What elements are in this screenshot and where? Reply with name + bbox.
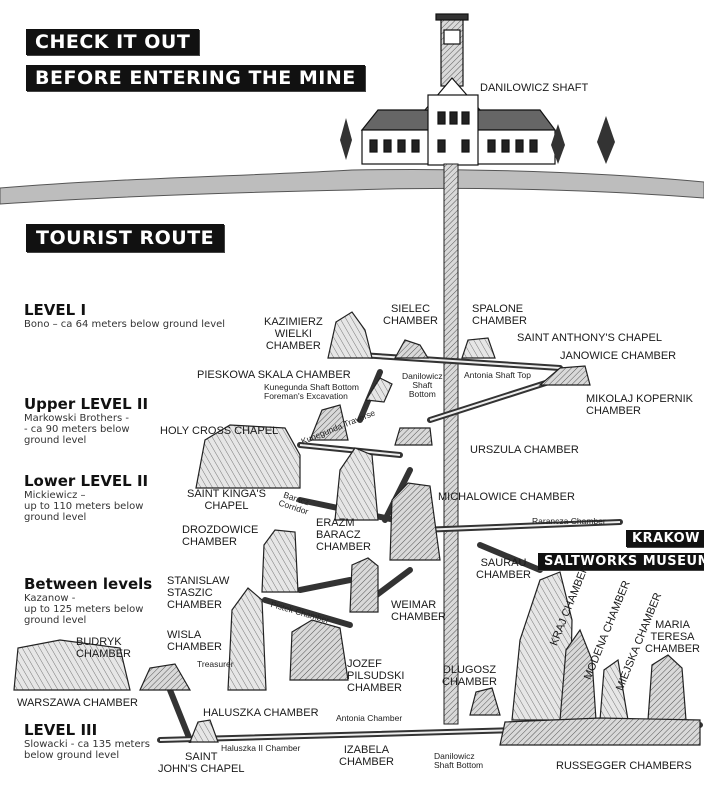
label-wisla: WISLA CHAMBER xyxy=(167,629,223,653)
note-danilowicz-bottom: Danilowicz Shaft Bottom xyxy=(434,751,484,770)
chamber-holy-cross xyxy=(309,404,349,441)
chamber-drozdowice xyxy=(261,529,299,593)
upper-level-2-title: Upper LEVEL II xyxy=(24,395,149,413)
label-urszula: URSZULA CHAMBER xyxy=(470,444,579,456)
chamber-kopernik xyxy=(538,365,591,386)
chamber-maria xyxy=(647,654,687,721)
label-michalowice: MICHALOWICE CHAMBER xyxy=(438,491,575,503)
between-levels-legend: Between levels Kazanow - up to 125 meter… xyxy=(24,575,153,627)
chamber-stanislaw xyxy=(227,587,267,691)
ground-surface xyxy=(0,169,704,205)
label-saint-anthony: SAINT ANTHONY'S CHAPEL xyxy=(517,332,662,344)
danilowicz-shaft-column xyxy=(443,163,459,725)
label-janowice: JANOWICE CHAMBER xyxy=(560,350,677,362)
label-erazm: ERAZM BARACZ CHAMBER xyxy=(316,517,372,553)
before-entering-banner: BEFORE ENTERING THE MINE xyxy=(26,65,365,91)
trees xyxy=(340,116,615,164)
upper-level-2-desc: Markowski Brothers - - ca 90 meters belo… xyxy=(24,413,130,446)
lower-level-2-title: Lower LEVEL II xyxy=(24,472,149,490)
level-3-desc: Slowacki - ca 135 meters below ground le… xyxy=(24,739,150,761)
between-levels-desc: Kazanow - up to 125 meters below ground … xyxy=(24,593,144,626)
saltworks-museum-banner: SALTWORKS MUSEUM xyxy=(538,553,704,570)
label-pieskowa: PIESKOWA SKALA CHAMBER xyxy=(197,369,351,381)
lower-level-2-desc: Mickiewicz – up to 110 meters below grou… xyxy=(24,490,144,523)
note-rarancza: Rarancza Chamber xyxy=(532,516,606,526)
label-dlugosz: DLUGOSZ CHAMBER xyxy=(442,664,498,688)
note-haluszka-ii: Haluszka II Chamber xyxy=(221,743,301,753)
chamber-kazimierz xyxy=(327,311,373,359)
label-stanislaw: STANISLAW STASZIC CHAMBER xyxy=(167,575,230,611)
label-saint-john: SAINT JOHN'S CHAPEL xyxy=(158,751,245,775)
chamber-sielec xyxy=(393,339,430,359)
chamber-kinga xyxy=(195,424,301,489)
chamber-michalowice xyxy=(389,482,441,561)
note-kunegunda-bottom: Kunegunda Shaft Bottom Foreman's Excavat… xyxy=(264,382,359,401)
label-jozef: JOZEF PILSUDSKI CHAMBER xyxy=(347,658,405,694)
chamber-haluszka xyxy=(189,719,219,743)
chamber-erazm xyxy=(334,447,379,521)
note-danilowicz-mid: Danilowicz Shaft Bottom xyxy=(402,371,443,399)
chambers xyxy=(13,311,701,746)
label-haluszka: HALUSZKA CHAMBER xyxy=(203,707,319,719)
label-kazimierz: KAZIMIERZ WIELKI CHAMBER xyxy=(264,316,323,352)
chamber-treasurer xyxy=(139,663,192,691)
between-levels-title: Between levels xyxy=(24,575,153,593)
label-russegger: RUSSEGGER CHAMBERS xyxy=(556,760,692,772)
note-antonia-top: Antonia Shaft Top xyxy=(464,370,531,380)
krakow-banner: KRAKOW xyxy=(626,530,704,547)
chamber-dlugosz xyxy=(469,687,501,716)
note-treasurer: Treasurer xyxy=(197,659,234,669)
label-holy-cross: HOLY CROSS CHAPEL xyxy=(160,425,279,437)
level-3-legend: LEVEL III Slowacki - ca 135 meters below… xyxy=(24,721,150,762)
note-antonia-chamber: Antonia Chamber xyxy=(336,713,403,723)
label-saurau: SAURAU CHAMBER xyxy=(476,557,532,581)
label-weimar: WEIMAR CHAMBER xyxy=(391,599,447,623)
label-danilowicz-shaft: DANILOWICZ SHAFT xyxy=(480,82,589,94)
label-kopernik: MIKOLAJ KOPERNIK CHAMBER xyxy=(586,393,693,417)
level-1-title: LEVEL I xyxy=(24,301,87,319)
chamber-pieskowa xyxy=(364,377,393,403)
label-budryk: BUDRYK CHAMBER xyxy=(76,636,132,660)
level-1-legend: LEVEL I Bono – ca 64 meters below ground… xyxy=(24,301,226,331)
tourist-route-banner: TOURIST ROUTE xyxy=(26,224,225,252)
label-izabela: IZABELA CHAMBER xyxy=(339,744,395,768)
level-3-title: LEVEL III xyxy=(24,721,98,739)
chamber-urszula xyxy=(394,427,433,446)
chamber-budryk xyxy=(13,639,131,691)
chamber-weimar xyxy=(349,557,379,613)
label-drozdowice: DROZDOWICE CHAMBER xyxy=(182,524,259,548)
upper-level-2-legend: Upper LEVEL II Markowski Brothers - - ca… xyxy=(24,395,149,447)
label-warszawa: WARSZAWA CHAMBER xyxy=(17,697,139,709)
chamber-russegger xyxy=(499,717,701,746)
chamber-spalone xyxy=(461,337,496,359)
headframe-tower xyxy=(435,13,469,87)
shaft-building xyxy=(360,77,557,166)
label-maria: MARIA TERESA CHAMBER xyxy=(645,619,701,655)
check-it-out-banner: CHECK IT OUT xyxy=(26,29,200,55)
label-saint-kinga: SAINT KINGA'S CHAPEL xyxy=(187,488,266,512)
level-1-desc: Bono – ca 64 meters below ground level xyxy=(24,319,226,330)
lower-level-2-legend: Lower LEVEL II Mickiewicz – up to 110 me… xyxy=(24,472,149,524)
chamber-pilsudski xyxy=(289,619,349,681)
label-spalone: SPALONE CHAMBER xyxy=(472,303,528,327)
label-sielec: SIELEC CHAMBER xyxy=(383,303,439,327)
